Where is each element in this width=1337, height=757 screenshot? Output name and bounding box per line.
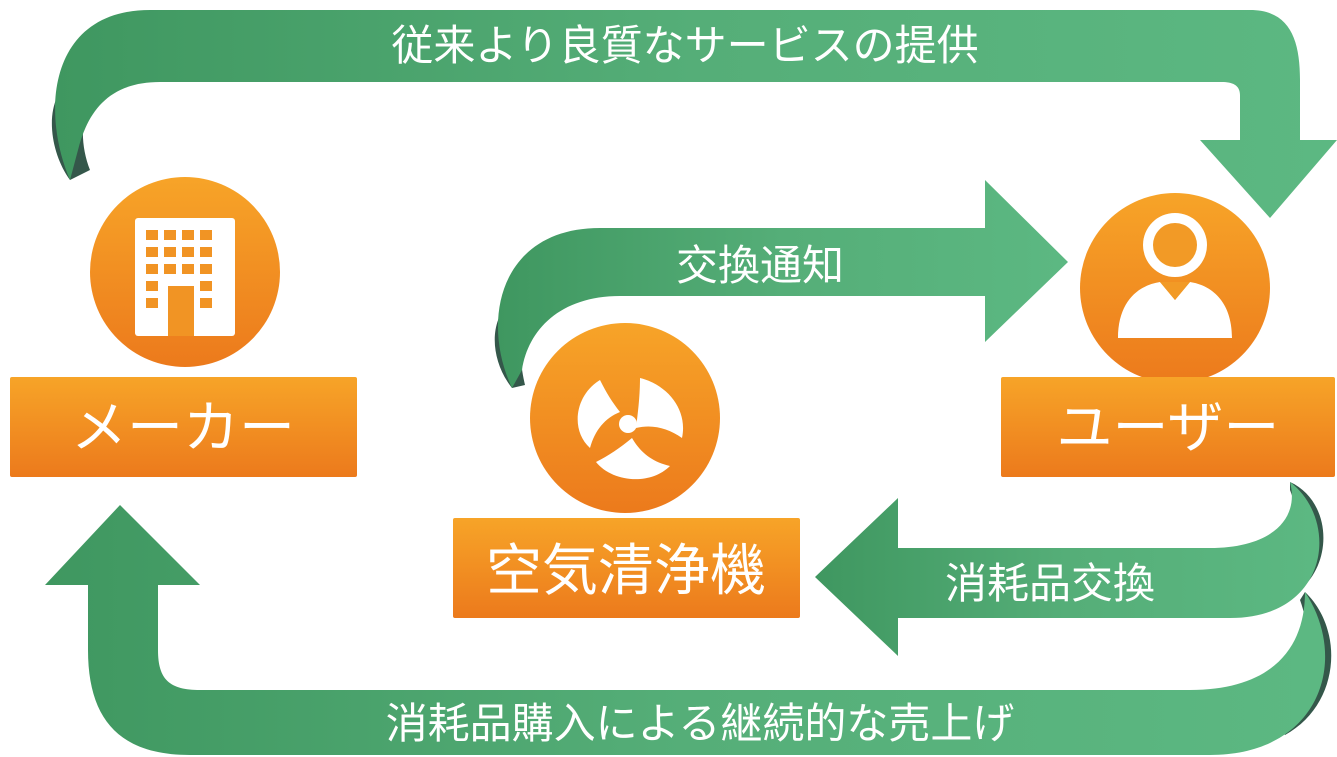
fan-icon: [577, 378, 684, 480]
arrow-service-label: 従来より良質なサービスの提供: [391, 21, 978, 70]
node-maker: メーカー: [10, 177, 357, 477]
user-label-box: [1001, 377, 1335, 477]
arrow-sales: 消耗品購入による継続的な売上げ: [45, 505, 1332, 755]
arrow-service-body: [55, 10, 1337, 218]
arrow-exchange: 消耗品交換: [815, 482, 1324, 656]
arrow-exchange-body: [815, 482, 1320, 656]
arrow-exchange-label: 消耗品交換: [945, 559, 1155, 608]
user-icon: [1118, 213, 1232, 338]
purifier-label: 空気清浄機: [486, 539, 766, 604]
maker-label-box: [10, 377, 357, 477]
maker-label: メーカー: [71, 396, 295, 461]
user-label: ユーザー: [1057, 396, 1280, 461]
arrow-notify-label: 交換通知: [676, 241, 844, 290]
arrow-service: 従来より良質なサービスの提供: [51, 10, 1337, 218]
arrow-notify-body: [497, 180, 1068, 388]
node-user: ユーザー: [1001, 193, 1335, 477]
arrow-sales-label: 消耗品購入による継続的な売上げ: [386, 699, 1015, 748]
building-icon: [135, 218, 235, 336]
purifier-label-box: [453, 518, 800, 618]
arrow-notify: 交換通知: [494, 180, 1068, 388]
arrow-sales-body: [45, 505, 1326, 755]
node-purifier: 空気清浄機: [453, 323, 800, 618]
